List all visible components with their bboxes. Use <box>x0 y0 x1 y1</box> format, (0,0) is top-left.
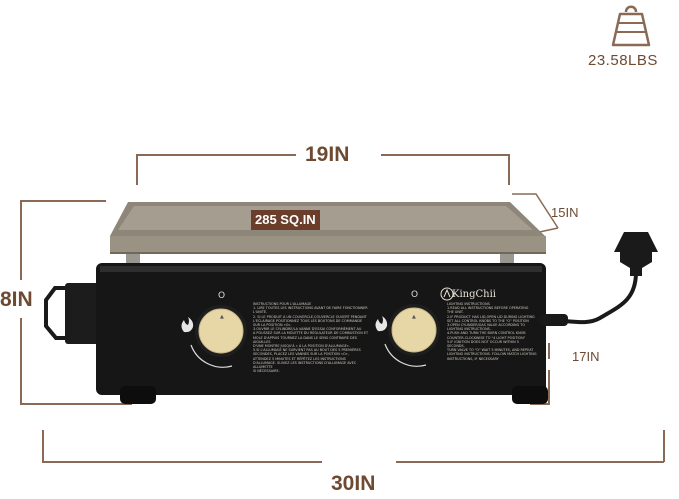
instruction-line: 3.OUVRIR LE CYLINDRE/LA VANNE D'ESSAI CO… <box>253 327 362 332</box>
width-top-line-right <box>381 154 509 156</box>
instruction-line: 5.IF IGNITION DOES NOT OCCUR WITHIN 5 SE… <box>447 339 519 349</box>
height-line-vertical-top <box>20 200 22 280</box>
width-bottom-label: 30IN <box>331 472 376 495</box>
width-bottom-tick-right <box>663 430 665 462</box>
instruction-line: 3.OPEN CYLINDER/GAS VALVE ACCORDING TO <box>447 323 526 328</box>
instruction-line: SI NÉCESSAIRE. <box>253 369 280 374</box>
width-bottom-line-left <box>42 461 322 463</box>
height-line-vertical-bottom <box>20 318 22 404</box>
svg-text:O: O <box>411 290 418 300</box>
instruction-line: MOLE D'APPUIS TOURNEZ LA DANS LE SENS CO… <box>253 335 357 344</box>
instruction-line: LIGHTING INSTRUCTIONS. <box>447 327 491 332</box>
instruction-line: 2. SI LE PRODUIT A UN COUVERCLE,COUVERCL… <box>253 314 367 319</box>
weight-label: 23.58LBS <box>588 52 658 69</box>
knob-right: ▲ O <box>388 290 440 356</box>
height-line-bottom <box>20 403 132 405</box>
instruction-line: SET ALL CONTROL KNOBS TO THE "O" POSITIO… <box>447 318 529 323</box>
height-right-label: 17IN <box>572 349 600 364</box>
brand-logo <box>440 287 454 301</box>
height-right-line-bottom <box>548 370 550 403</box>
instruction-line: INSTRUCTIONS POUR L'ALLUMAGE <box>253 302 312 306</box>
instruction-line: LIGHTING INSTRUCTIONS <box>447 302 490 306</box>
svg-text:▲: ▲ <box>412 314 416 320</box>
svg-text:O: O <box>218 291 225 301</box>
side-handle <box>44 283 101 344</box>
griddle-body <box>96 263 546 395</box>
flame-icon <box>181 316 388 333</box>
instruction-line: INSTRUCTIONS, IF NECESSARY <box>447 356 499 361</box>
griddle-plate <box>110 202 546 254</box>
instruction-line: 1. LIRE TOUTES LES INSTRUCTIONS AVANT DE… <box>253 306 368 315</box>
height-right-line-top <box>548 343 550 359</box>
width-bottom-line-right <box>396 461 664 463</box>
brand-label: KingChii <box>452 289 496 300</box>
griddle-feet <box>120 386 548 404</box>
width-top-tick-right <box>508 154 510 185</box>
width-bottom-tick-left <box>42 430 44 462</box>
instruction-line: 4.PUSH AND TURN THE BURN CONTROL KNOB <box>447 331 526 336</box>
svg-text:▲: ▲ <box>220 314 224 320</box>
instruction-line: ATTENDEZ 5 MINUTES ET RÉPÉTEZ LES INSTRU… <box>253 356 346 361</box>
instruction-line: L'ECLAIRAGE POSITIONNEZ TOUS LES BOUTONS… <box>253 318 363 323</box>
instruction-line: TURN VALVE TO "O" WAIT 5 MINUTES, AND RE… <box>447 348 534 353</box>
height-line-top <box>20 200 106 202</box>
instruction-line: D'ALLUMAGE. SUIVEZ LES INSTRUCTIONS D'AL… <box>253 360 357 370</box>
instruction-line: 1.READ ALL INSTRUCTIONS BEFORE OPERATING <box>447 306 529 311</box>
width-top-line-left <box>136 154 296 156</box>
instruction-line: COUNTER-CLOCKWISE TO "4 LIGHT POSITION" <box>447 335 526 340</box>
instruction-line: THE UNIT. <box>447 310 464 315</box>
instruction-line: D'UNE MONTRE JUSQU'À « À LA POSITION D'A… <box>253 344 350 349</box>
depth-top-label: 15IN <box>551 205 579 220</box>
cooking-area-label: 285 SQ.IN <box>251 210 320 230</box>
height-label: 8IN <box>0 288 33 311</box>
instructions-right: LIGHTING INSTRUCTIONS 1.READ ALL INSTRUC… <box>447 302 537 361</box>
width-top-label: 19IN <box>305 143 350 166</box>
instructions-left: INSTRUCTIONS POUR L'ALLUMAGE 1. LIRE TOU… <box>253 302 373 373</box>
knob-arcs <box>190 343 427 368</box>
instruction-line: SECONDES, PLACEZ LES VANNES SUR LA POSIT… <box>253 352 349 357</box>
instruction-line: 2.IF PRODUCT HAS LID,OPEN LID DURING LIG… <box>447 314 535 319</box>
weight-icon <box>611 5 651 47</box>
width-top-tick-left <box>136 154 138 185</box>
power-plug-icon <box>540 232 658 326</box>
instruction-line: A POUSSEZ SUR LA MOLETTE DU RÉGULATEUR D… <box>253 331 369 336</box>
knob-left: ▲ O <box>195 291 247 357</box>
instruction-line: LIGHTING INSTRUCTIONS. FOLLOW MATCH LIGH… <box>447 352 537 357</box>
instruction-line: 5.SI L'ALLUMAGE NE SURVIENT PAS AU BOUT … <box>253 348 361 353</box>
instruction-line: SUR LA POSITION «O». <box>253 323 292 328</box>
